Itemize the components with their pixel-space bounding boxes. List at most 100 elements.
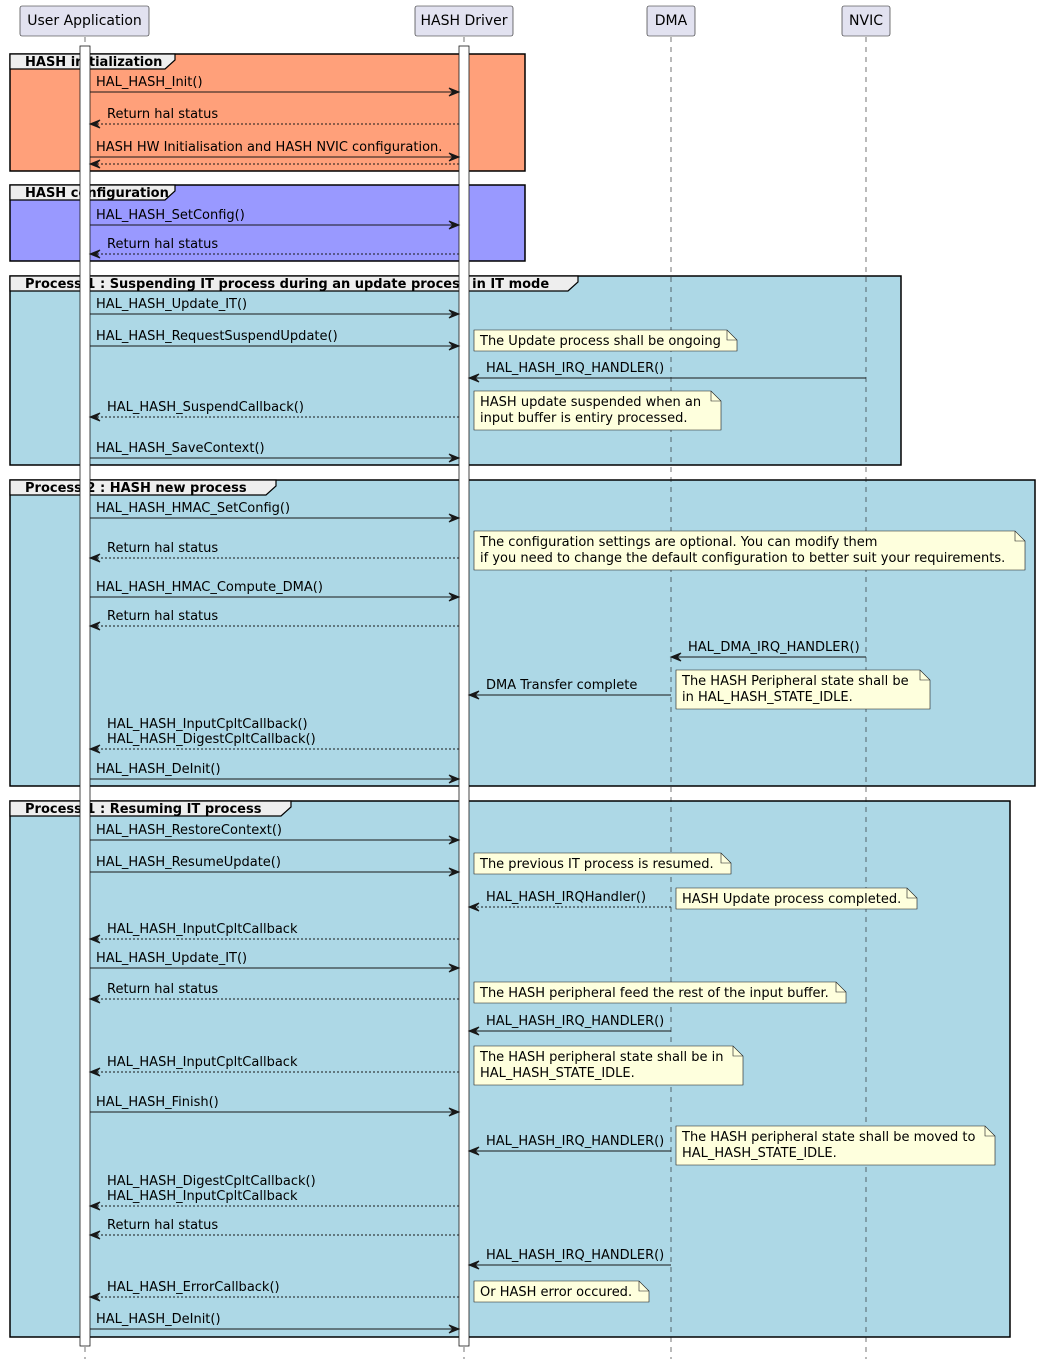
note-corner-fold: [638, 1281, 649, 1292]
participant-label: NVIC: [849, 13, 883, 29]
participant-app: [19, 5, 150, 37]
message-label: HAL_HASH_HMAC_Compute_DMA(): [96, 580, 323, 595]
message-label: HAL_HASH_IRQ_HANDLER(): [486, 1014, 664, 1029]
note-text: input buffer is entiry processed.: [480, 411, 687, 426]
message-label: HAL_HASH_RestoreContext(): [96, 823, 282, 838]
note-corner-fold: [984, 1126, 995, 1137]
arrow-head: [467, 1146, 480, 1156]
arrow-head: [88, 744, 101, 754]
arrow-head: [88, 994, 101, 1004]
message-label: Return hal status: [107, 237, 218, 252]
note-corner-fold: [720, 853, 731, 864]
message-label: HAL_HASH_DeInit(): [96, 1312, 221, 1327]
group-label-tab: [9, 184, 176, 201]
arrow-head: [467, 373, 480, 383]
message-label: HAL_HASH_SaveContext(): [96, 441, 265, 456]
note-corner-fold: [710, 391, 721, 402]
message-label: HAL_HASH_InputCpltCallback: [107, 922, 298, 937]
message-label: Return hal status: [107, 107, 218, 122]
arrow-head: [88, 249, 101, 259]
arrow-head: [467, 902, 480, 912]
arrow-head: [88, 1067, 101, 1077]
message-label: HAL_HASH_SetConfig(): [96, 208, 245, 223]
note-text: HASH Update process completed.: [682, 892, 901, 907]
note: [675, 887, 918, 910]
arrow-head: [467, 690, 480, 700]
arrow-head: [88, 1201, 101, 1211]
arrow-head: [88, 621, 101, 631]
participant-drv: [414, 5, 514, 37]
arrow-head: [448, 1107, 461, 1117]
activation-bar-user-application: [79, 45, 91, 1347]
group-title: HASH initialization: [25, 55, 162, 70]
message-label: HAL_HASH_ResumeUpdate(): [96, 855, 281, 870]
note: [473, 852, 732, 875]
message-label: HAL_HASH_IRQ_HANDLER(): [486, 361, 664, 376]
group-title: Process 1 : Resuming IT process: [25, 802, 262, 817]
message-label: Return hal status: [107, 982, 218, 997]
message-label: Return hal status: [107, 609, 218, 624]
note: [473, 1280, 650, 1303]
arrow-head: [467, 1026, 480, 1036]
note-text: HAL_HASH_STATE_IDLE.: [480, 1066, 635, 1081]
arrow-head: [88, 412, 101, 422]
message-label: HAL_HASH_Update_IT(): [96, 951, 247, 966]
arrow-head: [88, 119, 101, 129]
note-corner-fold: [726, 330, 737, 341]
note-corner-fold: [919, 670, 930, 681]
message-label: HAL_HASH_SuspendCallback(): [107, 400, 304, 415]
arrow-head: [88, 159, 101, 169]
arrow-head: [88, 1292, 101, 1302]
arrow-head: [88, 1230, 101, 1240]
group-title: Process 2 : HASH new process: [25, 481, 247, 496]
group-title: HASH configuration: [25, 186, 169, 201]
group-label-tab: [9, 53, 176, 70]
arrow-head: [448, 220, 461, 230]
message-label: HASH HW Initialisation and HASH NVIC con…: [96, 140, 442, 155]
arrow-head: [448, 152, 461, 162]
message-label: HAL_HASH_ErrorCallback(): [107, 1280, 280, 1295]
message-label: HAL_HASH_DigestCpltCallback(): [107, 732, 316, 747]
note-corner-fold: [732, 1046, 743, 1057]
arrow-head: [448, 592, 461, 602]
note-text: The HASH peripheral state shall be in: [479, 1050, 724, 1065]
message-label: DMA Transfer complete: [486, 678, 637, 693]
arrow-head: [448, 774, 461, 784]
participant-label: HASH Driver: [420, 13, 507, 29]
message-label: HAL_HASH_HMAC_SetConfig(): [96, 501, 290, 516]
participant-label: User Application: [27, 13, 142, 29]
participant-nvic: [841, 5, 891, 37]
arrow-head: [448, 341, 461, 351]
arrow-head: [448, 453, 461, 463]
note: [473, 530, 1026, 571]
note-text: Or HASH error occured.: [480, 1285, 632, 1300]
arrow-head: [448, 963, 461, 973]
message-label: HAL_HASH_InputCpltCallback: [107, 1189, 298, 1204]
arrow-head: [448, 867, 461, 877]
note-text: HASH update suspended when an: [480, 395, 701, 410]
arrow-head: [448, 513, 461, 523]
note-corner-fold: [1014, 531, 1025, 542]
message-label: HAL_HASH_InputCpltCallback(): [107, 717, 308, 732]
arrow-head: [448, 87, 461, 97]
participant-dma: [646, 5, 696, 37]
note: [473, 329, 738, 352]
note-text: HAL_HASH_STATE_IDLE.: [682, 1146, 837, 1161]
note: [473, 390, 722, 431]
message-label: Return hal status: [107, 541, 218, 556]
message-label: HAL_HASH_InputCpltCallback: [107, 1055, 298, 1070]
message-label: HAL_HASH_IRQ_HANDLER(): [486, 1134, 664, 1149]
group-label-tab: [9, 275, 579, 292]
message-label: HAL_HASH_RequestSuspendUpdate(): [96, 329, 338, 344]
note-text: The Update process shall be ongoing: [479, 334, 721, 349]
participant-label: DMA: [655, 13, 688, 29]
note-text: if you need to change the default config…: [480, 551, 1005, 566]
arrow-head: [448, 309, 461, 319]
message-label: HAL_HASH_IRQHandler(): [486, 890, 646, 905]
message-label: HAL_HASH_Update_IT(): [96, 297, 247, 312]
note: [473, 981, 847, 1004]
group-frame: [9, 275, 902, 466]
note-corner-fold: [835, 982, 846, 993]
group-frame: [9, 184, 526, 262]
